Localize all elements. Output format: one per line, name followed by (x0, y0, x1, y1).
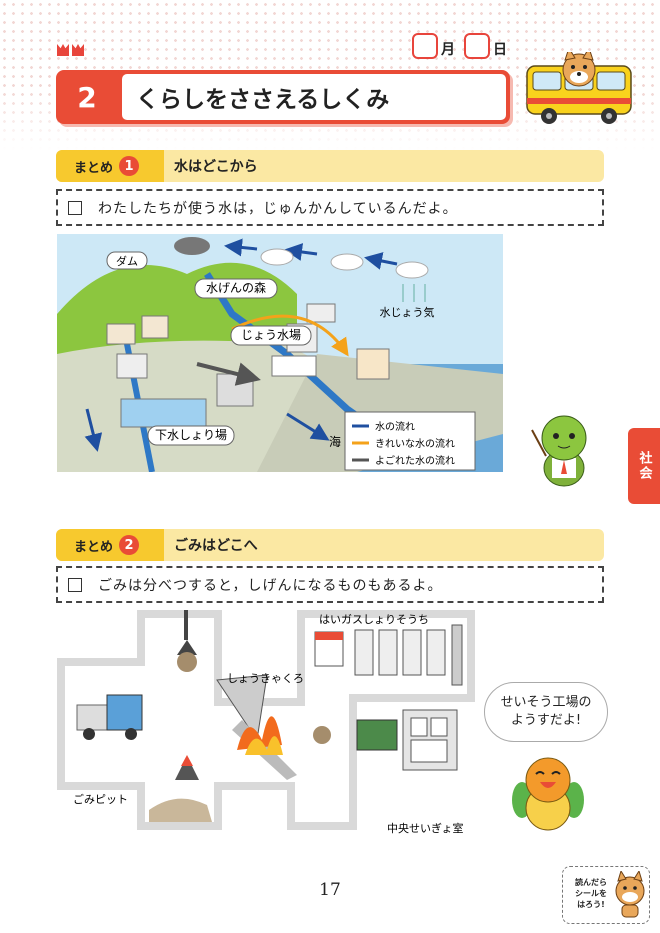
lesson-title-bar: 2 くらしをささえるしくみ (56, 70, 510, 124)
speech-bubble: せいそう工場の ようすだよ! (484, 682, 608, 742)
day-box[interactable] (464, 33, 490, 59)
section-1-note-text: わたしたちが使う水は，じゅんかんしているんだよ。 (98, 200, 458, 217)
label-control-room: 中央せいぎょ室 (387, 821, 463, 835)
matome-tag: まとめ (74, 539, 114, 555)
school-bus-illustration (526, 52, 632, 124)
sticker-line-2: シールを (575, 889, 607, 898)
label-sewage: 下水しょり場 (155, 428, 227, 442)
day-unit: 日 (493, 42, 507, 58)
label-garbage-pit: ごみピット (73, 792, 128, 806)
legend-dirty-water: よごれた水の流れ (375, 454, 455, 467)
section-2-badge: 2 (119, 535, 140, 555)
label-sea: 海 (329, 434, 341, 449)
section-1-header: まとめ 1 水はどこから (56, 150, 604, 182)
month-box[interactable] (412, 33, 438, 59)
sticker-line-1: 読んだら (575, 878, 607, 887)
section-1-note: わたしたちが使う水は，じゅんかんしているんだよ。 (56, 189, 604, 226)
section-2-header: まとめ 2 ごみはどこへ (56, 529, 604, 561)
label-forest: 水げんの森 (206, 280, 266, 295)
section-2-note-text: ごみは分べつすると，しげんになるものもあるよ。 (98, 577, 443, 594)
parrot-mascot (512, 757, 584, 831)
label-gas-treatment: はいガスしょりそうち (319, 613, 429, 626)
water-cycle-diagram: ダム 水げんの森 水じょう気 じょう水場 下水しょり場 海 水の流れ きれいな水… (57, 234, 503, 472)
sticker-box[interactable]: 読んだら シールを はろう! (562, 866, 650, 924)
date-entry: 月 日 (412, 33, 513, 59)
section-2-note: ごみは分べつすると，しげんになるものもあるよ。 (56, 566, 604, 603)
section-1-badge: 1 (119, 156, 140, 176)
checkbox[interactable] (68, 200, 82, 215)
bubble-line-1: せいそう工場の (500, 695, 592, 710)
subject-tab-social[interactable]: 社会 (628, 428, 660, 504)
label-vapor: 水じょう気 (380, 305, 435, 319)
matome-tag: まとめ (74, 160, 114, 176)
page-number: 17 (319, 880, 341, 900)
month-unit: 月 (441, 42, 455, 58)
section-1-heading: 水はどこから (174, 159, 258, 175)
lesson-title: くらしをささえるしくみ (136, 87, 390, 113)
lesson-number: 2 (77, 80, 97, 114)
checkbox[interactable] (68, 577, 82, 592)
label-purification: じょう水場 (241, 328, 301, 342)
sticker-line-3: はろう! (577, 900, 605, 909)
turtle-mascot (531, 415, 587, 487)
dog-icon (615, 871, 645, 918)
section-2-heading: ごみはどこへ (174, 538, 258, 554)
legend-clean-water: きれいな水の流れ (375, 437, 455, 450)
bubble-line-2: ようすだよ! (510, 713, 582, 728)
garbage-plant-diagram: はいガスしょりそうち しょうきゃくろ ごみピット 中央せいぎょ室 (57, 610, 475, 835)
legend-water-flow: 水の流れ (375, 420, 415, 433)
label-incinerator: しょうきゃくろ (227, 672, 304, 685)
label-dam: ダム (116, 254, 138, 268)
